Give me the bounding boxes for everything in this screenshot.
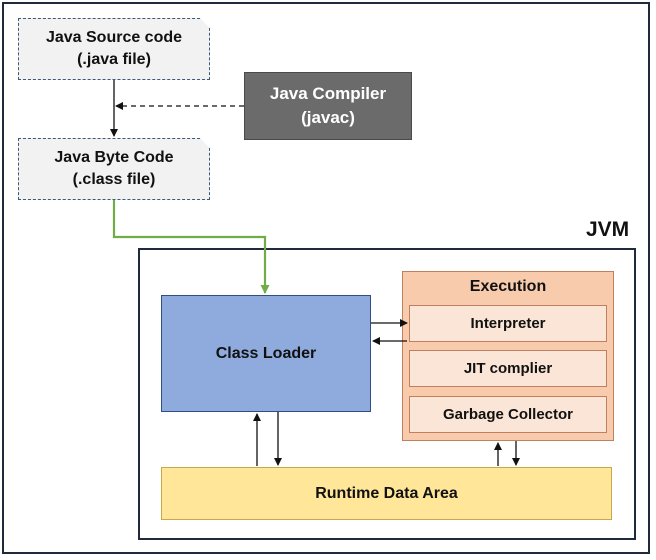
compiler-line1: Java Compiler	[269, 84, 387, 103]
bytecode-line2: (.class file)	[72, 171, 156, 188]
source-line1: Java Source code	[45, 29, 183, 46]
java-compiler-node: Java Compiler (javac)	[244, 72, 412, 140]
page-fold-icon	[199, 137, 211, 149]
runtime-data-area-node: Runtime Data Area	[161, 467, 612, 520]
jvm-label: JVM	[586, 218, 630, 241]
compiler-line2: (javac)	[301, 108, 355, 127]
jit-compiler-label: JIT complier	[463, 360, 553, 377]
execution-title: Execution	[469, 278, 547, 295]
page-fold-icon	[199, 17, 211, 29]
interpreter-label: Interpreter	[470, 315, 546, 332]
class-loader-node: Class Loader	[161, 295, 371, 412]
diagram-frame	[2, 2, 650, 554]
interpreter-node: Interpreter	[409, 305, 607, 342]
bytecode-to-class-loader-arrow	[112, 200, 270, 294]
source-line2: (.java file)	[77, 51, 151, 68]
runtime-data-area-label: Runtime Data Area	[315, 484, 458, 502]
java-byte-code-node: Java Byte Code (.class file)	[18, 137, 211, 200]
bytecode-line1: Java Byte Code	[54, 149, 174, 166]
garbage-collector-node: Garbage Collector	[409, 396, 607, 433]
garbage-collector-label: Garbage Collector	[442, 406, 574, 423]
jit-compiler-node: JIT complier	[409, 350, 607, 387]
java-source-code-node: Java Source code (.java file)	[18, 17, 211, 80]
jvm-container	[138, 248, 636, 540]
class-loader-label: Class Loader	[215, 344, 317, 362]
